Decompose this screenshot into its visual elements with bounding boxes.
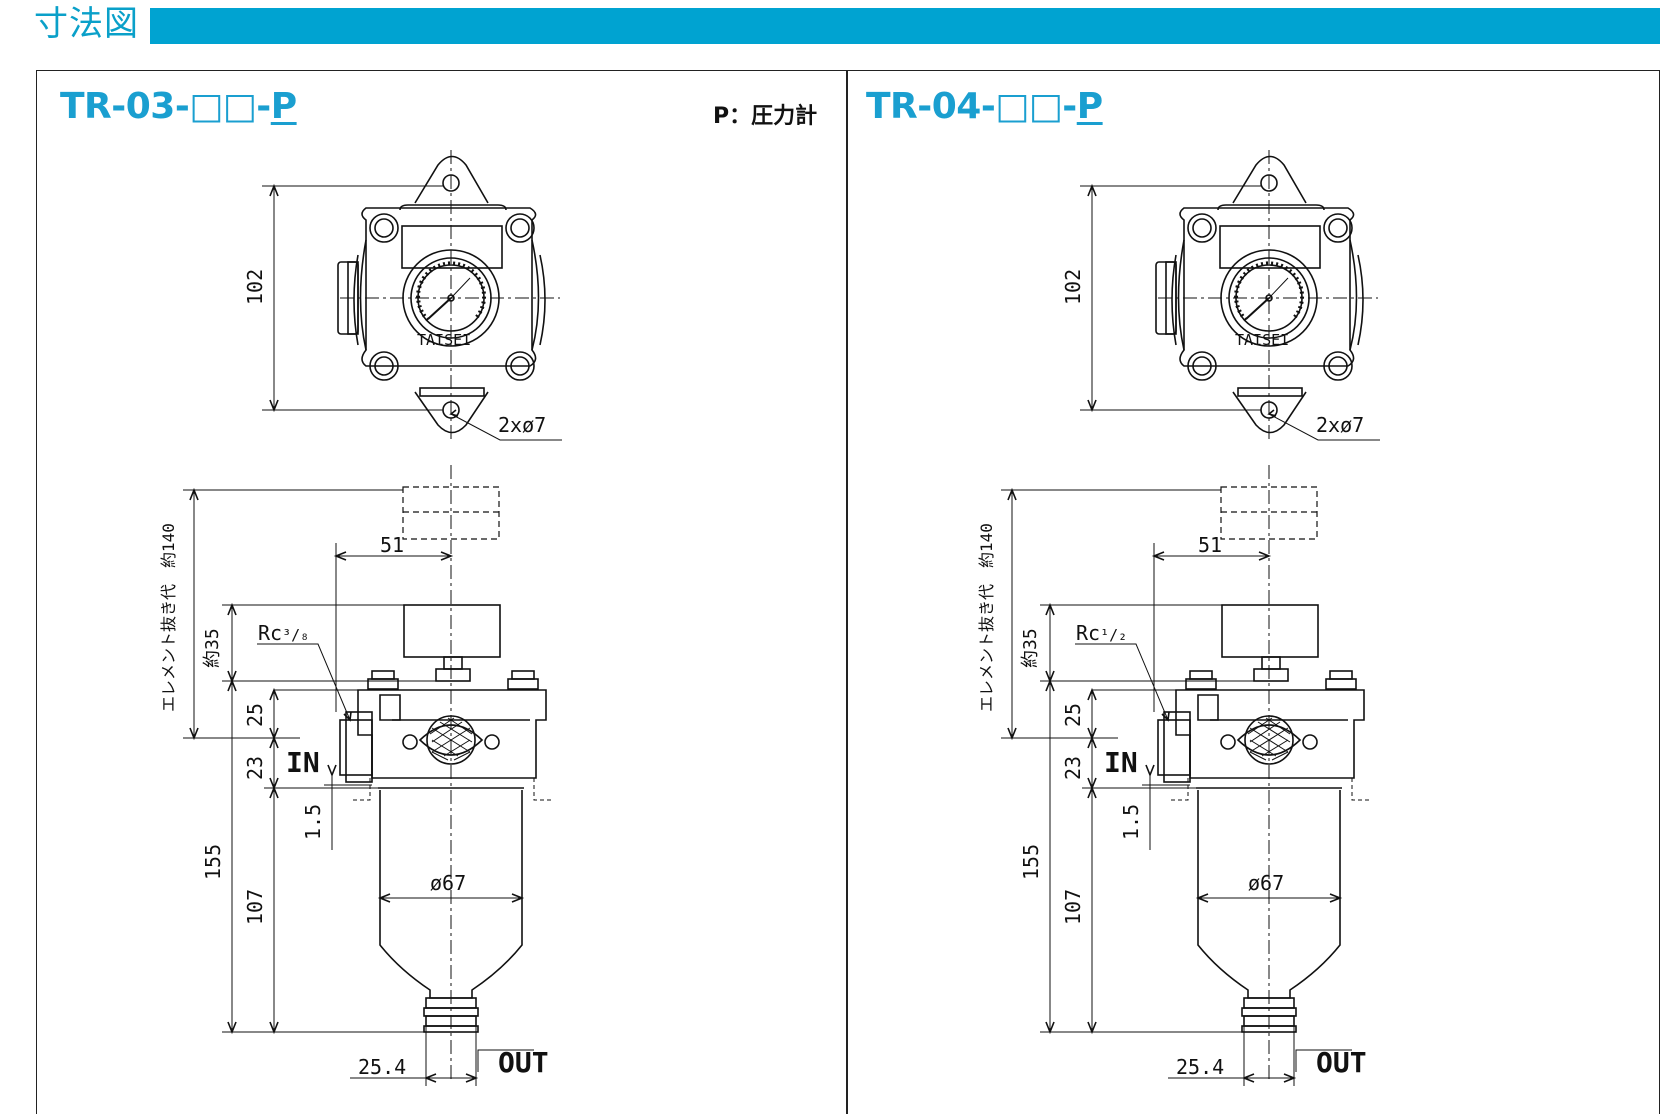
dim-bowl-dia: ø67 — [430, 871, 466, 895]
thread-label: Rc³/₈ — [258, 621, 309, 645]
model-title-left: TR-03-□□-P — [60, 86, 297, 127]
model-title-right: TR-04-□□-P — [866, 86, 1103, 127]
section-title: 寸法図 — [34, 4, 139, 44]
dim-155: 155 — [201, 844, 225, 880]
dim-holes: 2xø7 — [498, 413, 546, 437]
dim-25-4: 25.4 — [358, 1055, 406, 1079]
dim-107: 107 — [1061, 889, 1085, 925]
dim-51: 51 — [380, 533, 404, 557]
out-label: OUT — [498, 1046, 549, 1079]
dim-1-5: 1.5 — [1119, 804, 1143, 840]
filter-drawing-tr03: TAISEI 102 2xø7 エレメント抜き代 約140 51 約35 Rc³… — [159, 150, 562, 1086]
in-label: IN — [1104, 746, 1138, 779]
dim-107: 107 — [243, 889, 267, 925]
drawing-frame — [36, 70, 1660, 1114]
model-prefix: TR-03-□□- — [60, 86, 271, 127]
model-prefix: TR-04-□□- — [866, 86, 1077, 127]
model-suffix: P — [270, 86, 297, 127]
dim-25: 25 — [243, 703, 267, 727]
maker-label: TAISEI — [417, 331, 471, 349]
dim-approx35: 約35 — [202, 628, 223, 668]
maker-label: TAISEI — [1235, 331, 1289, 349]
dim-155: 155 — [1019, 844, 1043, 880]
dim-holes: 2xø7 — [1316, 413, 1364, 437]
panel-divider — [846, 70, 848, 1114]
legend-pressure-gauge: P：圧力計 — [713, 104, 818, 129]
dim-pullout: エレメント抜き代 約140 — [159, 523, 178, 712]
thread-label: Rc¹/₂ — [1076, 621, 1127, 645]
dim-23: 23 — [243, 756, 267, 780]
dim-25-4: 25.4 — [1176, 1055, 1224, 1079]
dim-23: 23 — [1061, 756, 1085, 780]
dim-102: 102 — [243, 269, 267, 305]
dim-1-5: 1.5 — [301, 804, 325, 840]
filter-drawing-tr04: TAISEI 102 2xø7 エレメント抜き代 約140 51 約35 Rc¹… — [977, 150, 1380, 1086]
dim-102: 102 — [1061, 269, 1085, 305]
section-title-bar — [150, 8, 1660, 44]
out-label: OUT — [1316, 1046, 1367, 1079]
dim-approx35: 約35 — [1020, 628, 1041, 668]
model-suffix: P — [1076, 86, 1103, 127]
dim-51: 51 — [1198, 533, 1222, 557]
in-label: IN — [286, 746, 320, 779]
dim-25: 25 — [1061, 703, 1085, 727]
dim-bowl-dia: ø67 — [1248, 871, 1284, 895]
dim-pullout: エレメント抜き代 約140 — [977, 523, 996, 712]
